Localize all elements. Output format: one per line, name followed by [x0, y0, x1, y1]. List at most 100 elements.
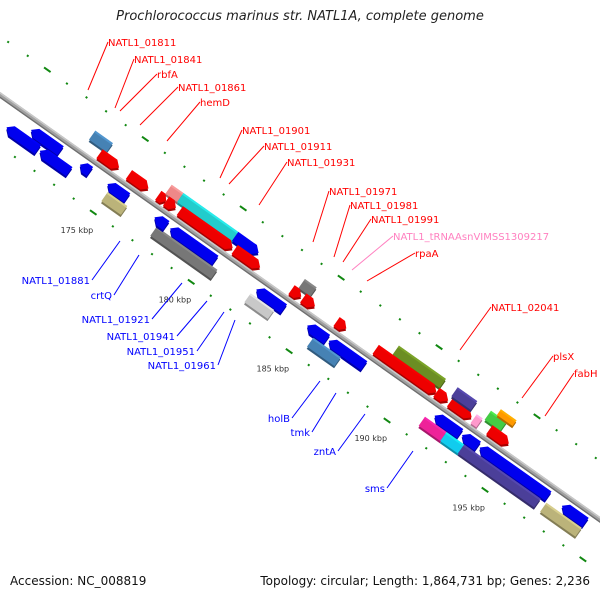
gene-feature[interactable]	[325, 336, 369, 373]
forward-gene-label[interactable]: fabH	[574, 369, 598, 380]
gene-body[interactable]	[101, 192, 128, 215]
gene-body[interactable]	[125, 170, 152, 193]
gene-body[interactable]	[486, 425, 512, 448]
gene-feature[interactable]	[100, 192, 128, 218]
gene-body[interactable]	[496, 409, 517, 427]
gene-body[interactable]	[88, 130, 113, 153]
forward-gene-label[interactable]: NATL1_01931	[287, 158, 355, 169]
reverse-gene-label[interactable]: tmk	[291, 428, 311, 439]
gene-body[interactable]	[165, 184, 184, 203]
gene-feature[interactable]	[76, 160, 94, 179]
gene-body[interactable]	[392, 345, 446, 388]
gene-body[interactable]	[3, 123, 42, 154]
gene-feature[interactable]	[166, 224, 219, 267]
reverse-gene-label[interactable]: NATL1_01941	[107, 332, 175, 343]
forward-gene-label[interactable]: NATL1_01911	[264, 142, 332, 153]
gene-body[interactable]	[451, 387, 478, 411]
gene-feature[interactable]	[475, 443, 552, 503]
gene-body[interactable]	[559, 501, 589, 527]
reverse-gene-label[interactable]: sms	[365, 484, 385, 495]
gene-feature[interactable]	[252, 285, 288, 316]
forward-gene-label[interactable]: rbfA	[157, 70, 178, 81]
gene-feature[interactable]	[303, 321, 331, 347]
gene-feature[interactable]	[162, 196, 180, 214]
forward-gene-label[interactable]: NATL1_01861	[178, 83, 246, 94]
gene-feature[interactable]	[88, 130, 114, 155]
gene-body[interactable]	[477, 443, 552, 501]
gene-feature[interactable]	[432, 387, 452, 408]
gene-body[interactable]	[446, 397, 475, 422]
gene-feature[interactable]	[231, 231, 263, 260]
forward-gene-label[interactable]: NATL1_01991	[371, 215, 439, 226]
reverse-gene-label[interactable]: NATL1_01921	[82, 315, 150, 326]
gene-body[interactable]	[77, 160, 94, 177]
gene-body[interactable]	[150, 226, 218, 279]
gene-feature[interactable]	[176, 193, 239, 244]
trna-gene-label[interactable]: NATL1_tRNAAsnVIMSS1309217	[393, 232, 549, 243]
forward-gene-label[interactable]: NATL1_01971	[329, 187, 397, 198]
gene-feature[interactable]	[243, 293, 275, 322]
gene-feature[interactable]	[125, 170, 153, 195]
gene-feature[interactable]	[299, 293, 319, 314]
reverse-gene-label[interactable]: crtQ	[91, 291, 113, 302]
gene-body[interactable]	[307, 337, 341, 367]
gene-body[interactable]	[298, 279, 317, 297]
gene-body[interactable]	[244, 293, 275, 319]
gene-feature[interactable]	[371, 344, 440, 399]
gene-feature[interactable]	[27, 125, 65, 158]
gene-body[interactable]	[418, 416, 447, 441]
gene-feature[interactable]	[103, 180, 131, 205]
gene-body[interactable]	[96, 149, 122, 172]
forward-gene-label[interactable]: NATL1_01901	[242, 126, 310, 137]
gene-feature[interactable]	[496, 409, 518, 429]
forward-gene-label[interactable]: rpaA	[415, 249, 439, 260]
gene-feature[interactable]	[539, 502, 583, 539]
gene-feature[interactable]	[2, 123, 42, 157]
gene-body[interactable]	[177, 193, 239, 241]
gene-feature[interactable]	[485, 425, 513, 450]
gene-feature[interactable]	[391, 345, 446, 391]
gene-body[interactable]	[231, 231, 262, 258]
gene-body[interactable]	[484, 410, 507, 431]
gene-feature[interactable]	[439, 432, 465, 456]
gene-feature[interactable]	[458, 431, 482, 453]
gene-body[interactable]	[431, 411, 464, 439]
gene-body[interactable]	[104, 180, 131, 203]
gene-feature[interactable]	[469, 414, 483, 430]
gene-body[interactable]	[457, 444, 541, 508]
forward-gene-label[interactable]: NATL1_01811	[108, 38, 176, 49]
reverse-gene-label[interactable]: NATL1_01961	[148, 361, 216, 372]
gene-body[interactable]	[37, 146, 73, 177]
gene-feature[interactable]	[150, 213, 170, 233]
forward-gene-label[interactable]: NATL1_02041	[491, 303, 559, 314]
gene-body[interactable]	[176, 206, 236, 252]
reverse-gene-label[interactable]: holB	[268, 414, 290, 425]
gene-feature[interactable]	[558, 501, 590, 530]
gene-feature[interactable]	[297, 279, 317, 299]
gene-body[interactable]	[372, 344, 440, 397]
gene-feature[interactable]	[95, 149, 123, 174]
gene-feature[interactable]	[418, 416, 448, 444]
gene-feature[interactable]	[175, 206, 236, 255]
forward-gene-label[interactable]: NATL1_01981	[350, 201, 418, 212]
gene-feature[interactable]	[164, 184, 184, 205]
gene-body[interactable]	[304, 321, 331, 344]
gene-feature[interactable]	[230, 245, 264, 274]
gene-body[interactable]	[440, 432, 465, 454]
reverse-gene-label[interactable]: NATL1_01951	[127, 347, 195, 358]
gene-body[interactable]	[28, 125, 64, 156]
gene-feature[interactable]	[36, 146, 74, 179]
gene-body[interactable]	[167, 224, 219, 265]
gene-body[interactable]	[459, 431, 481, 451]
gene-feature[interactable]	[457, 444, 542, 510]
gene-feature[interactable]	[332, 317, 350, 335]
forward-gene-label[interactable]: NATL1_01841	[134, 55, 202, 66]
gene-feature[interactable]	[430, 411, 464, 441]
gene-body[interactable]	[253, 285, 288, 314]
forward-gene-label[interactable]: plsX	[553, 352, 574, 363]
gene-body[interactable]	[231, 245, 263, 272]
gene-feature[interactable]	[287, 285, 305, 303]
gene-feature[interactable]	[149, 226, 218, 281]
reverse-gene-label[interactable]: NATL1_01881	[22, 276, 90, 287]
